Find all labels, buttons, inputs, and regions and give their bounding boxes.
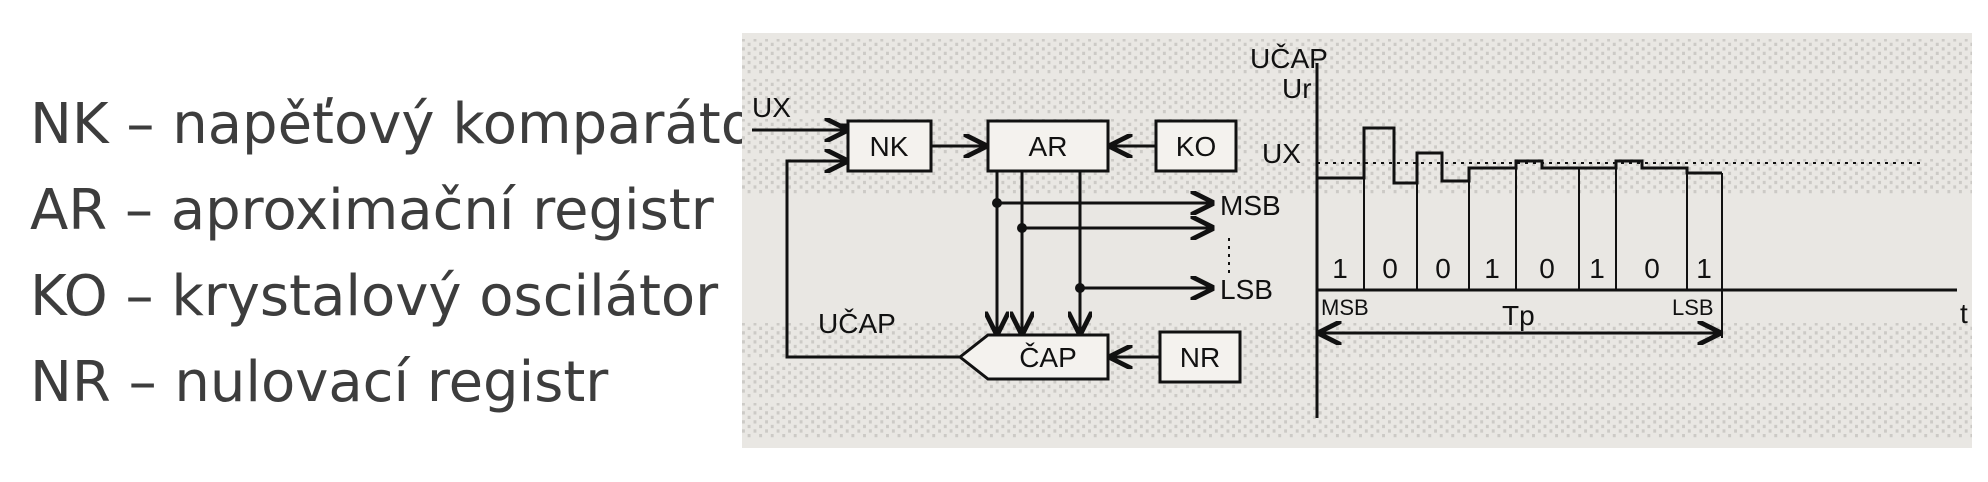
bit-3: 0 xyxy=(1435,253,1451,284)
background-texture: ░░░░░░░░░░░░░░░░░░░░░░░░░░░░░░░░░░░░░░░░… xyxy=(742,79,1972,114)
bit-6: 1 xyxy=(1589,253,1605,284)
background-texture: ░░░░░░░░░░░░░░░░░░░░░░░░░░░░░░░░░░░░░░░░… xyxy=(742,119,1972,154)
block-diagram: UX NK AR KO xyxy=(752,92,1281,384)
feedback-label: UČAP xyxy=(818,308,896,339)
diagram-svg: UX NK AR KO xyxy=(752,43,1968,418)
timing-lsb-label: LSB xyxy=(1672,295,1714,320)
msb-label: MSB xyxy=(1220,190,1281,221)
scanned-diagram: ░░░░░░░░░░░░░░░░░░░░░░░░░░░░░░░░░░░░░░░░… xyxy=(742,33,1972,448)
bit-7: 0 xyxy=(1644,253,1660,284)
legend-nr: NR – nulovací registr xyxy=(30,350,609,415)
block-cap xyxy=(957,333,1110,381)
legend-nk: NK – napěťový komparátor xyxy=(30,92,779,157)
y-axis-label-ur: Ur xyxy=(1282,73,1312,104)
bit-1: 1 xyxy=(1332,253,1348,284)
background-texture: ░░░░░░░░░░░░░░░░░░░░░░░░░░░░░░░░░░░░░░░░… xyxy=(742,39,1972,74)
converter-waveform xyxy=(1317,126,1722,185)
legend-ar: AR – aproximační registr xyxy=(30,178,714,243)
y-axis-label-ucap: UČAP xyxy=(1250,43,1328,74)
t-label: t xyxy=(1960,298,1968,329)
ux-label: UX xyxy=(1262,138,1301,169)
legend: NK – napěťový komparátor AR – aproximačn… xyxy=(30,82,778,426)
block-ar xyxy=(986,119,1110,173)
bit-4: 1 xyxy=(1484,253,1500,284)
timing-diagram: UČAP Ur UX t 1 xyxy=(1250,43,1968,418)
timing-msb-label: MSB xyxy=(1321,295,1369,320)
block-ar-label: AR xyxy=(1029,131,1068,162)
legend-ko: KO – krystalový oscilátor xyxy=(30,264,719,329)
input-label: UX xyxy=(752,92,791,123)
bit-5: 0 xyxy=(1539,253,1555,284)
block-cap-label: ČAP xyxy=(1019,342,1077,373)
block-nk-label: NK xyxy=(870,131,909,162)
bit-dividers xyxy=(1316,128,1723,338)
background-texture: ░░░░░░░░░░░░░░░░░░░░░░░░░░░░░░░░░░░░░░░░… xyxy=(742,403,1972,438)
bit-8: 1 xyxy=(1696,253,1712,284)
block-nk xyxy=(846,119,933,173)
block-nr-label: NR xyxy=(1180,342,1220,373)
bit-2: 0 xyxy=(1382,253,1398,284)
background-texture: ░░░░░░░░░░░░░░░░░░░░░░░░░░░░░░░░░░░░░░░░… xyxy=(742,363,1972,398)
feedback-wire xyxy=(785,159,960,359)
block-ko-label: KO xyxy=(1176,131,1216,162)
tp-label: Tp xyxy=(1502,300,1535,331)
lsb-label: LSB xyxy=(1220,274,1273,305)
